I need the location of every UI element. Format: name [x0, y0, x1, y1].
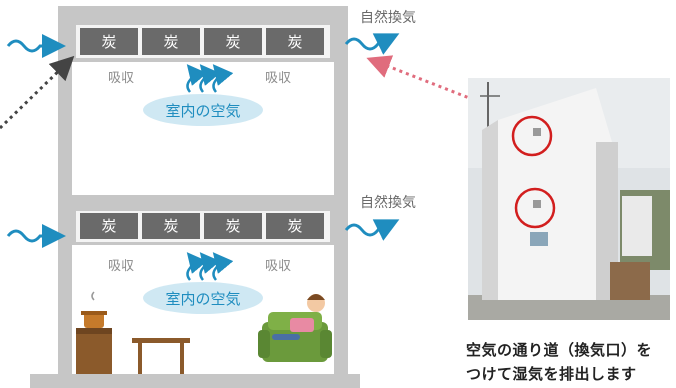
- charcoal-cell: [204, 213, 262, 239]
- caption-line: つけて湿気を排出します: [466, 365, 637, 383]
- charcoal-label: 炭: [225, 217, 240, 235]
- natural-ventilation-label: 自然換気: [360, 9, 416, 26]
- absorption-label: 吸収: [108, 71, 134, 86]
- absorption-label: 吸収: [265, 71, 291, 86]
- charcoal-cell: [142, 28, 200, 55]
- absorption-label: 吸収: [108, 259, 134, 274]
- charcoal-cell: [80, 213, 138, 239]
- charcoal-cell: [80, 28, 138, 55]
- absorption-label: 吸収: [265, 259, 291, 274]
- charcoal-band-upper: 炭 炭 炭 炭: [72, 20, 334, 62]
- indoor-air-label: 室内の空気: [165, 102, 240, 120]
- wind-arrow-icon: [344, 219, 400, 241]
- photo-caption: 空気の通り道（換気口）を つけて湿気を排出します: [466, 338, 672, 386]
- indoor-air-bubble: [143, 94, 263, 126]
- vent-highlight-circle: [511, 115, 553, 157]
- wind-arrow-icon: [6, 34, 66, 58]
- charcoal-label: 炭: [101, 33, 116, 51]
- rising-air-icon: [186, 64, 234, 93]
- sofa-person-icon: [258, 294, 332, 362]
- house-photo: [468, 78, 670, 320]
- charcoal-band-lower: 炭 炭 炭 炭: [72, 209, 334, 245]
- charcoal-cell: [266, 213, 324, 239]
- wind-arrow-icon: [6, 224, 66, 248]
- charcoal-label: 炭: [225, 33, 240, 51]
- charcoal-label: 炭: [101, 217, 116, 235]
- middle-floor: [58, 195, 348, 209]
- rising-air-icon: [186, 252, 234, 281]
- indoor-air-bubble: [143, 282, 263, 314]
- vent-highlight-circle: [514, 187, 556, 229]
- charcoal-label: 炭: [163, 33, 178, 51]
- indoor-air-label: 室内の空気: [165, 290, 240, 308]
- charcoal-cell: [204, 28, 262, 55]
- natural-ventilation-label: 自然換気: [360, 194, 416, 211]
- pot-icon: [76, 291, 112, 374]
- dotted-arrow: [0, 55, 75, 130]
- ground-floor: [30, 374, 360, 388]
- charcoal-cell: [142, 213, 200, 239]
- charcoal-cell: [266, 28, 324, 55]
- wind-arrow-icon: [344, 33, 400, 55]
- charcoal-label: 炭: [287, 217, 302, 235]
- building-structure: [30, 6, 360, 388]
- charcoal-label: 炭: [287, 33, 302, 51]
- table-icon: [132, 338, 190, 374]
- charcoal-label: 炭: [163, 217, 178, 235]
- caption-line: 空気の通り道（換気口）を: [466, 341, 653, 359]
- roof: [58, 6, 346, 20]
